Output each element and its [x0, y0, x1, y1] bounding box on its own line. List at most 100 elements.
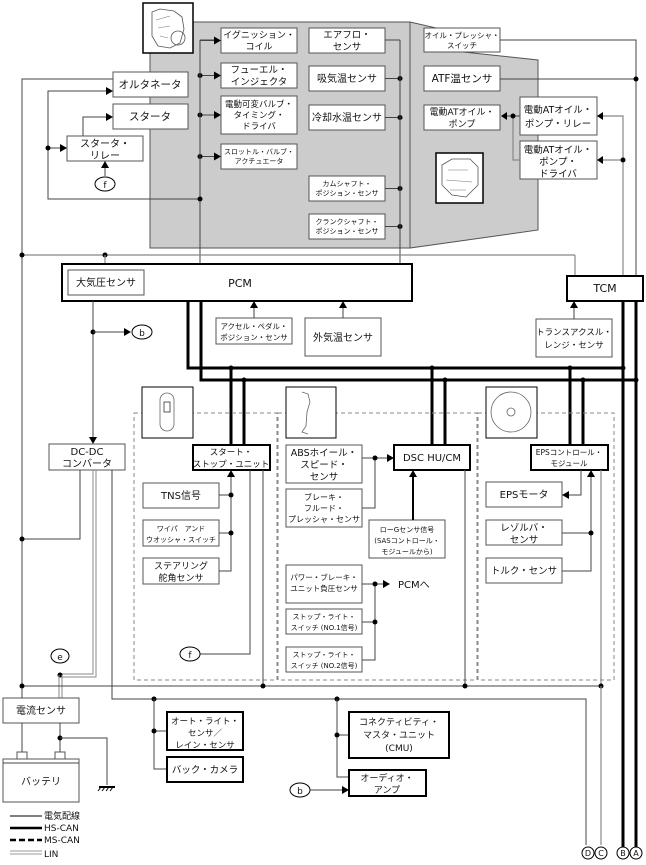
svg-text:スタート・ストップ・ユニット: スタート・ストップ・ユニット: [193, 448, 270, 470]
engine-actuator-3: [220, 143, 298, 170]
brake-fluid-pressure-sensor: [285, 488, 363, 528]
engine-sensor-1: [308, 65, 386, 92]
eps-control-module: [530, 444, 609, 471]
oil-pressure-switch: [423, 27, 501, 53]
arrow-icon: [214, 152, 221, 161]
tns-signal: [142, 482, 220, 509]
svg-text:f: f: [103, 181, 107, 191]
ground-icon: [97, 786, 115, 792]
starter: [112, 103, 189, 130]
svg-text:オーディオ・アンプ: オーディオ・アンプ: [360, 772, 413, 796]
engine-sensor-2: [308, 104, 386, 131]
svg-text:f: f: [188, 651, 192, 661]
svg-text:バッテリ: バッテリ: [21, 776, 61, 788]
cmu: [348, 711, 450, 759]
arrow-icon: [214, 111, 221, 119]
svg-text:b: b: [139, 329, 145, 339]
auto-light-rain-sensor: [166, 711, 244, 751]
arrow-icon: [214, 36, 221, 45]
connector-C: C: [594, 846, 608, 860]
engine-actuator-label: フューエル・インジェクタ: [230, 65, 287, 88]
svg-text:ステアリング舵角センサ: ステアリング舵角センサ: [154, 560, 208, 584]
resolver-sensor: [485, 519, 563, 546]
engine-sensor-label: 吸気温センサ: [317, 72, 377, 85]
svg-text:電気配線: 電気配線: [44, 810, 80, 822]
dcdc-converter: [48, 443, 126, 471]
torque-sensor: [485, 557, 563, 584]
svg-text:b: b: [297, 787, 303, 797]
audio-amp: [348, 769, 427, 797]
baro-sensor: [67, 269, 145, 296]
svg-text:トルク・センサ: トルク・センサ: [491, 566, 557, 577]
svg-text:スタータ: スタータ: [129, 111, 171, 123]
stop-light-switch-2: [285, 646, 363, 673]
engine-sensor-label: 冷却水温センサ: [312, 111, 382, 124]
svg-text:e: e: [57, 653, 63, 663]
steering-angle-sensor: [142, 557, 220, 585]
connector-D: D: [581, 846, 595, 860]
engine-sensor-3: [308, 175, 386, 202]
transaxle-range-sensor: [535, 318, 613, 358]
svg-text:EPSコントロール・モジュール: EPSコントロール・モジュール: [536, 448, 603, 468]
svg-text:HS-CAN: HS-CAN: [44, 824, 79, 834]
transmission-icon: [435, 152, 484, 204]
svg-text:PCMへ: PCMへ: [398, 580, 430, 591]
battery: [2, 758, 80, 803]
svg-text:バック・カメラ: バック・カメラ: [172, 765, 238, 776]
svg-text:スタータ・リレー: スタータ・リレー: [80, 138, 130, 162]
svg-text:EPSモータ: EPSモータ: [500, 489, 549, 501]
start-stop-group-area: [133, 412, 278, 681]
engine-actuator-0: [220, 27, 298, 54]
dsc-group-area: [277, 412, 478, 681]
svg-text:D: D: [585, 849, 591, 858]
starter-relay: [66, 135, 144, 162]
svg-text:MS-CAN: MS-CAN: [44, 836, 80, 846]
legend: 電気配線 HS-CAN MS-CAN LIN: [10, 810, 80, 860]
atf-temp-sensor: [423, 65, 501, 92]
eps-group-area: [477, 412, 615, 681]
back-camera: [166, 756, 244, 783]
electric-oil-pump: [423, 104, 501, 131]
svg-text:コネクティビティ・マスタ・ユニット(CMU): コネクティビティ・マスタ・ユニット(CMU): [359, 717, 439, 754]
abs-wheel-speed-sensor: [285, 444, 363, 484]
brake-pedal-icon: [285, 386, 337, 439]
svg-text:ATF温センサ: ATF温センサ: [432, 73, 493, 85]
svg-text:TNS信号: TNS信号: [160, 490, 201, 502]
svg-text:大気圧センサ: 大気圧センサ: [76, 276, 136, 289]
oil-pump-driver: [519, 140, 598, 180]
oil-pump-relay: [519, 96, 598, 136]
eps-motor: [485, 481, 563, 508]
svg-text:ブレーキ・フルード・プレッシャ・センサ: ブレーキ・フルード・プレッシャ・センサ: [288, 492, 360, 524]
start-stop-unit: [192, 444, 271, 471]
svg-text:B: B: [620, 849, 626, 858]
svg-text:ローGセンサ信号(SASコントロール・モジュールから): ローGセンサ信号(SASコントロール・モジュールから): [374, 525, 440, 556]
engine-actuator-label: 電動可変バルブ・タイミング・ドライバ: [225, 99, 293, 132]
svg-text:電動ATオイル・ポンプ: 電動ATオイル・ポンプ: [430, 107, 495, 130]
transmission-area: [409, 21, 539, 249]
engine-actuator-label: イグニッション・コイル: [223, 29, 295, 53]
stop-light-switch-1: [285, 608, 363, 635]
steering-wheel-icon: [485, 386, 538, 439]
current-sensor: [2, 697, 80, 724]
svg-text:電流センサ: 電流センサ: [16, 704, 66, 717]
tcm: [566, 275, 644, 302]
dsc-hu-cm: [393, 444, 471, 471]
alternator: [112, 71, 189, 98]
engine-icon: [142, 2, 194, 54]
low-g-sensor-signal: [368, 519, 446, 559]
svg-text:アクセル・ペダル・ポジション・センサ: アクセル・ペダル・ポジション・センサ: [220, 321, 288, 342]
engine-actuator-2: [220, 95, 298, 135]
svg-text:外気温センサ: 外気温センサ: [313, 331, 373, 344]
svg-text:ABSホイール・スピード・センサ: ABSホイール・スピード・センサ: [291, 448, 357, 483]
engine-sensor-label: クランクシャフト・ポジション・センサ: [316, 218, 379, 236]
svg-text:トランスアクスル・レンジ・センサ: トランスアクスル・レンジ・センサ: [536, 328, 612, 351]
engine-sensor-label: エアフロ・センサ: [323, 30, 371, 53]
svg-text:TCM: TCM: [592, 282, 616, 295]
svg-text:オルタネータ: オルタネータ: [119, 79, 182, 91]
svg-text:A: A: [633, 849, 639, 858]
svg-text:PCM: PCM: [228, 277, 252, 290]
connector-A: A: [629, 846, 643, 860]
svg-text:ワイパ アンドウオッシャ・スイッチ: ワイパ アンドウオッシャ・スイッチ: [146, 525, 216, 544]
